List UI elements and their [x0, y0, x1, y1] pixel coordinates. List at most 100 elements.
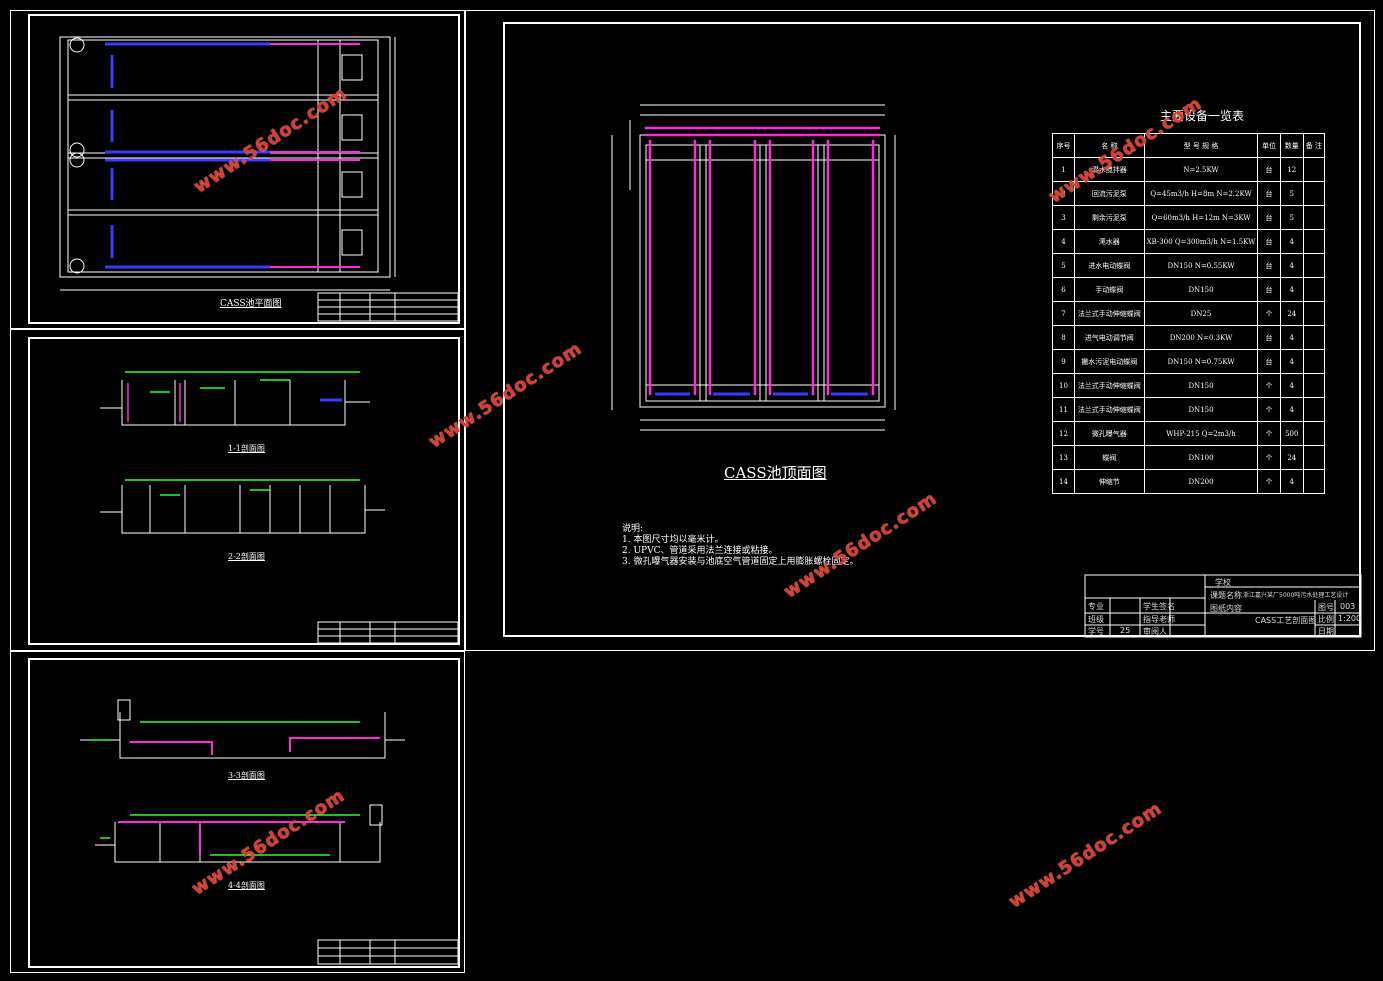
cell-no: 4	[1052, 229, 1075, 254]
section12-green-labels	[125, 371, 360, 496]
cell-no: 6	[1052, 277, 1075, 302]
sheet-main-inner	[503, 22, 1361, 637]
cell-no: 12	[1052, 421, 1075, 446]
section34-magenta	[118, 737, 380, 855]
cell-qty: 24	[1279, 445, 1304, 470]
cell-no: 11	[1052, 397, 1075, 422]
cell-unit: 台	[1257, 229, 1281, 254]
cell-spec: Q=45m3/h H=8m N=2.2KW	[1143, 181, 1259, 206]
section2-caption: 2-2剖面图	[228, 552, 265, 561]
cell-qty: 4	[1279, 349, 1304, 374]
tb-student-sign: 学生签名	[1143, 602, 1175, 611]
cell-qty: 4	[1279, 373, 1304, 398]
section3-caption: 3-3剖面图	[228, 771, 265, 780]
cell-name: 滗水器	[1073, 229, 1145, 254]
cell-spec: WHP-215 Q=2m3/h	[1143, 421, 1259, 446]
cell-no: 3	[1052, 205, 1075, 230]
header-remark: 备 注	[1302, 133, 1326, 158]
cell-qty: 4	[1279, 469, 1304, 494]
tb-school: 学校	[1215, 578, 1231, 587]
header-spec: 型 号 规 格	[1143, 133, 1259, 158]
cell-qty: 500	[1279, 421, 1304, 446]
cell-qty: 5	[1279, 181, 1304, 206]
cell-name: 法兰式手动伸缩蝶阀	[1073, 373, 1145, 398]
plan-title-block	[317, 292, 459, 322]
cell-no: 10	[1052, 373, 1075, 398]
section34-green	[90, 721, 360, 856]
cell-spec: XB-300 Q=300m3/h N=1.5KW	[1143, 229, 1259, 254]
cell-spec: DN150 N=0.55KW	[1143, 253, 1259, 278]
sheet-sections34-inner	[28, 658, 460, 968]
tb-sheet-no-val: 003	[1340, 602, 1356, 611]
cell-no: 8	[1052, 325, 1075, 350]
notes-line: 3. 微孔曝气器安装与池底空气管道固定上用膨胀螺栓固定。	[622, 557, 859, 567]
notes-line: 1. 本图尺寸均以毫米计。	[622, 535, 724, 545]
header-unit: 单位	[1257, 133, 1281, 158]
cell-spec: DN150 N=0.75KW	[1143, 349, 1259, 374]
header-qty: 数量	[1279, 133, 1304, 158]
cell-unit: 台	[1257, 253, 1281, 278]
cell-unit: 个	[1257, 397, 1281, 422]
main-caption: CASS池顶面图	[724, 464, 827, 482]
cell-remark	[1302, 157, 1326, 182]
section12-magenta	[127, 383, 181, 422]
cell-name: 微孔曝气器	[1073, 421, 1145, 446]
cell-qty: 4	[1279, 229, 1304, 254]
cell-name: 伸缩节	[1073, 469, 1145, 494]
tb-date: 日期	[1318, 627, 1334, 636]
main-plan-drawing	[611, 104, 896, 431]
cell-no: 14	[1052, 469, 1075, 494]
sheet-sections34-outer	[10, 651, 465, 973]
cell-remark	[1302, 229, 1326, 254]
cell-name: 回流污泥泵	[1073, 181, 1145, 206]
cell-no: 1	[1052, 157, 1075, 182]
cell-spec: DN200	[1143, 469, 1259, 494]
tb-drawing-label: 图纸内容	[1210, 604, 1242, 613]
cell-remark	[1302, 277, 1326, 302]
cell-unit: 个	[1257, 469, 1281, 494]
cell-no: 7	[1052, 301, 1075, 326]
section12-title-block	[317, 621, 459, 644]
cell-spec: DN200 N=0.3KW	[1143, 325, 1259, 350]
cell-remark	[1302, 373, 1326, 398]
cell-spec: DN150	[1143, 373, 1259, 398]
cell-remark	[1302, 205, 1326, 230]
section1-caption: 1-1剖面图	[228, 444, 265, 453]
cell-name: 法兰式手动伸缩蝶阀	[1073, 301, 1145, 326]
cell-remark	[1302, 397, 1326, 422]
cell-remark	[1302, 301, 1326, 326]
cell-name: 蝶阀	[1073, 445, 1145, 470]
plan-drawing	[59, 36, 396, 291]
cell-qty: 24	[1279, 301, 1304, 326]
cell-unit: 台	[1257, 205, 1281, 230]
sheet-sections12-inner	[28, 337, 460, 645]
equipment-table-title: 主要设备一览表	[1160, 109, 1245, 123]
sheet-plan-outer	[10, 10, 465, 329]
tb-class: 班级	[1088, 615, 1104, 624]
cell-unit: 个	[1257, 301, 1281, 326]
cell-remark	[1302, 325, 1326, 350]
cell-spec: DN25	[1143, 301, 1259, 326]
cell-unit: 个	[1257, 421, 1281, 446]
plan-caption: CASS池平面图	[220, 299, 282, 309]
tb-sheet-no: 图号	[1318, 603, 1334, 612]
cell-unit: 台	[1257, 181, 1281, 206]
cell-spec: N=2.5KW	[1143, 157, 1259, 182]
cell-remark	[1302, 421, 1326, 446]
sheet-main-outer	[465, 10, 1375, 651]
cell-remark	[1302, 253, 1326, 278]
plan-magenta-pipes	[270, 43, 360, 268]
header-no: 序号	[1052, 133, 1075, 158]
cell-name: 剩余污泥泵	[1073, 205, 1145, 230]
cell-unit: 台	[1257, 349, 1281, 374]
tb-student-id: 学号	[1088, 627, 1104, 636]
sheet-sections12-outer	[10, 329, 465, 651]
